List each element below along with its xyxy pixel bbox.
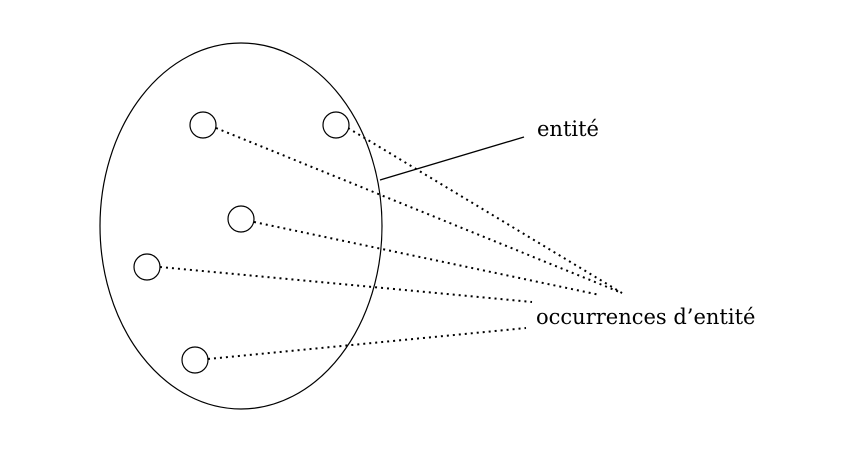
pointer-line-1 xyxy=(215,127,623,294)
occurrence-circle-3 xyxy=(227,205,255,233)
occurrence-pointer-lines xyxy=(159,127,623,360)
entity-ellipse xyxy=(99,42,383,410)
pointer-line-4 xyxy=(159,266,533,303)
occurrence-circle-4 xyxy=(133,253,161,281)
occurrence-circle-1 xyxy=(189,111,217,139)
occurrence-circles xyxy=(133,111,350,374)
entity-label: entité xyxy=(537,117,599,141)
occurrence-circle-2 xyxy=(322,111,350,139)
entity-pointer-line xyxy=(379,136,525,181)
pointer-line-3 xyxy=(253,221,601,296)
occurrences-label: occurrences d’entité xyxy=(536,305,755,329)
occurrence-circle-5 xyxy=(181,346,209,374)
